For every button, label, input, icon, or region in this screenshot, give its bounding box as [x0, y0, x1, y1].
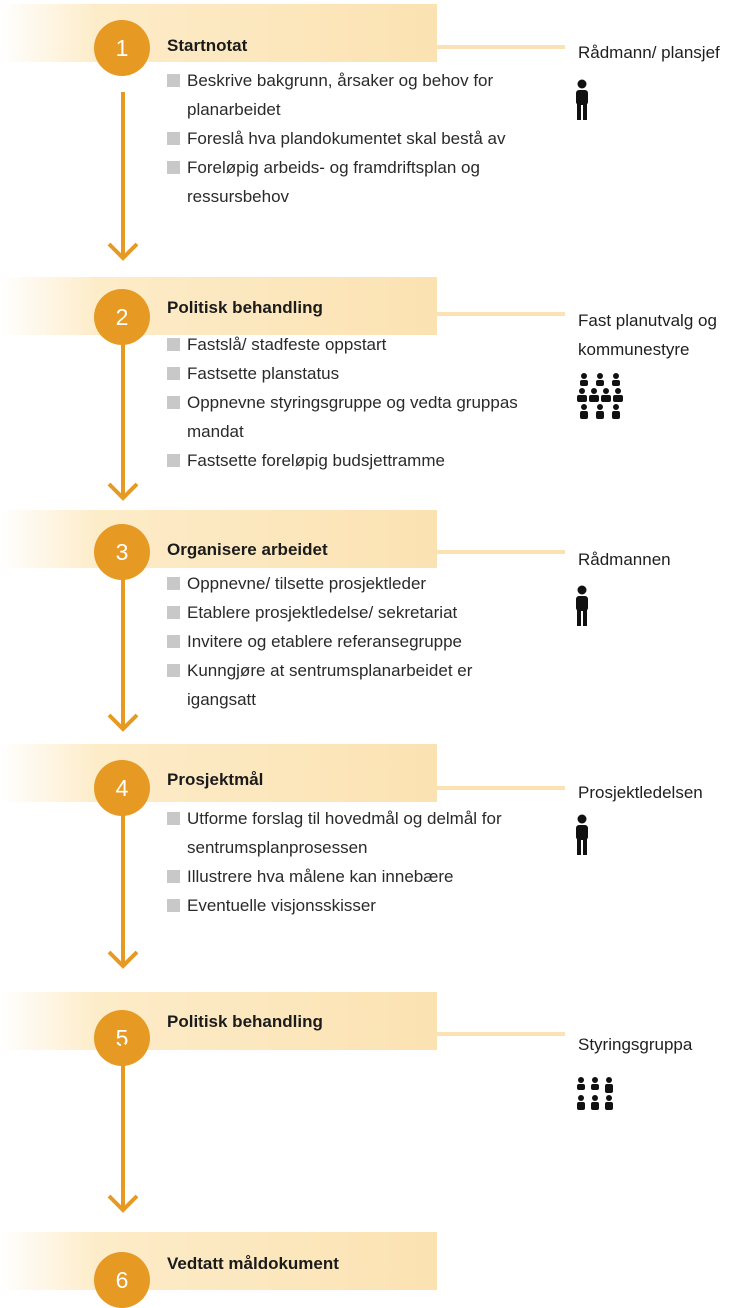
list-item: Beskrive bakgrunn, årsaker og behov for …: [167, 66, 537, 124]
step-number-circle: 1: [94, 20, 150, 76]
step-actor: Fast planutvalg og kommunestyre: [578, 311, 717, 359]
step-title: Politisk behandling: [167, 298, 323, 317]
list-item: Etablere prosjektledelse/ sekretariat: [167, 598, 537, 627]
step-title: Politisk behandling: [167, 1012, 323, 1031]
bullet-square: [167, 74, 180, 87]
flow-arrow-down: [107, 563, 139, 733]
actor-connector-line: [437, 312, 565, 316]
list-item: Oppnevne styringsgruppe og vedta gruppas…: [167, 388, 537, 446]
step-items: Utforme forslag til hovedmål og delmål f…: [167, 804, 537, 920]
step-number-circle: 6: [94, 1252, 150, 1308]
step-band: [0, 4, 437, 62]
step-title: Prosjektmål: [167, 770, 264, 789]
list-item: Kunngjøre at sentrumsplanarbeidet er iga…: [167, 656, 537, 714]
list-item: Utforme forslag til hovedmål og delmål f…: [167, 804, 537, 862]
single-person-icon: [574, 585, 590, 632]
single-person-icon: [574, 79, 590, 126]
step-items: Fastslå/ stadfeste oppstart Fastsette pl…: [167, 330, 537, 475]
single-person-icon: [574, 814, 590, 861]
list-item: Oppnevne/ tilsette prosjektleder: [167, 569, 537, 598]
bullet-square: [167, 577, 180, 590]
step-band: [0, 510, 437, 568]
flow-arrow-down: [107, 92, 139, 262]
step-actor: Styringsgruppa: [578, 1035, 693, 1054]
step-actor: Rådmannen: [578, 550, 671, 569]
step-title: Organisere arbeidet: [167, 540, 328, 559]
list-item: Fastsette foreløpig budsjettramme: [167, 446, 537, 475]
flow-arrow-down: [107, 332, 139, 502]
bullet-square: [167, 606, 180, 619]
step-title: Vedtatt måldokument: [167, 1254, 339, 1273]
step-band: [0, 744, 437, 802]
step-actor: Prosjektledelsen: [578, 783, 703, 802]
bullet-square: [167, 132, 180, 145]
list-item: Foreløpig arbeids- og framdriftsplan og …: [167, 153, 537, 211]
step-title: Startnotat: [167, 36, 248, 55]
actor-connector-line: [437, 45, 565, 49]
list-item: Fastslå/ stadfeste oppstart: [167, 330, 537, 359]
flow-arrow-down: [107, 1044, 139, 1214]
step-items: Beskrive bakgrunn, årsaker og behov for …: [167, 66, 537, 211]
step-actor: Rådmann/ plansjef: [578, 43, 720, 62]
list-item: Foreslå hva plandokumentet skal bestå av: [167, 124, 537, 153]
actor-connector-line: [437, 550, 565, 554]
list-item: Fastsette planstatus: [167, 359, 537, 388]
actor-connector-line: [437, 1032, 565, 1036]
bullet-square: [167, 664, 180, 677]
step-band: [0, 992, 437, 1050]
actor-connector-line: [437, 786, 565, 790]
bullet-square: [167, 338, 180, 351]
list-item: Invitere og etablere referansegruppe: [167, 627, 537, 656]
bullet-square: [167, 396, 180, 409]
bullet-square: [167, 454, 180, 467]
step-band: [0, 277, 437, 335]
list-item: Eventuelle visjonsskisser: [167, 891, 537, 920]
bullet-square: [167, 812, 180, 825]
step-items: Oppnevne/ tilsette prosjektleder Etabler…: [167, 569, 537, 714]
bullet-square: [167, 367, 180, 380]
bullet-square: [167, 870, 180, 883]
list-item: Illustrere hva målene kan innebære: [167, 862, 537, 891]
bullet-square: [167, 899, 180, 912]
bullet-square: [167, 635, 180, 648]
small-group-icon: [575, 1077, 615, 1118]
large-group-icon: [576, 373, 624, 426]
bullet-square: [167, 161, 180, 174]
flow-arrow-down: [107, 800, 139, 970]
